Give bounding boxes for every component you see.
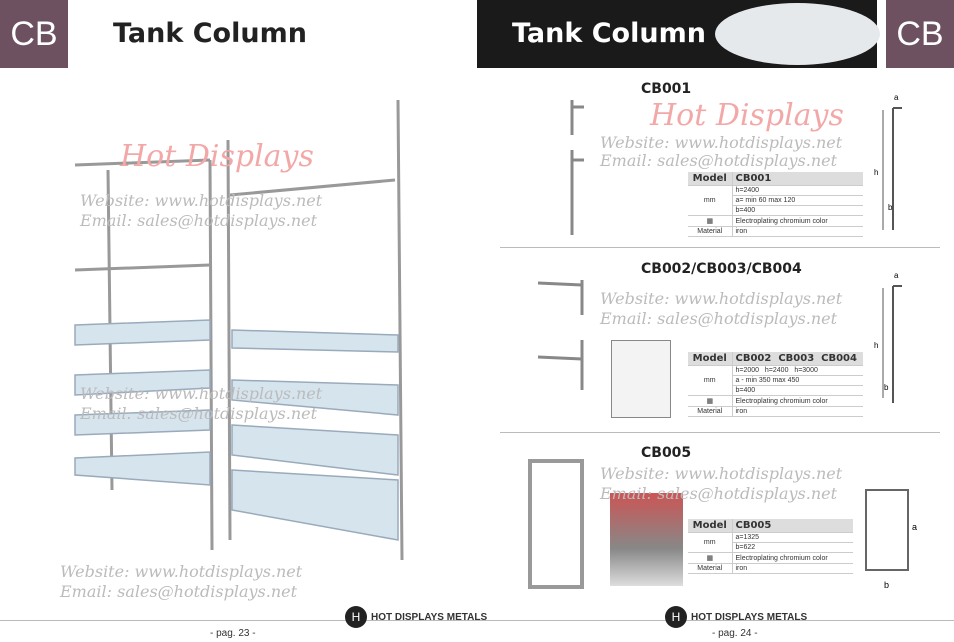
- dimension-diagram: ab: [865, 489, 917, 590]
- watermark-email: Email: sales@hotdisplays.net: [600, 151, 838, 170]
- brand-name: HOT DISPLAYS METALS: [371, 611, 488, 623]
- dimension-diagram: a h b: [874, 271, 902, 403]
- svg-text:a: a: [894, 271, 899, 280]
- brand-footer-right: H HOT DISPLAYS METALS: [665, 606, 807, 628]
- svg-text:b: b: [888, 203, 893, 212]
- watermark-website: Website: www.hotdisplays.net: [600, 133, 843, 152]
- color-swatch-icon: ▦: [688, 215, 733, 227]
- category-badge-right: CB: [886, 0, 954, 68]
- product-code: CB005: [641, 445, 692, 461]
- shelving-unit-image: [74, 99, 404, 561]
- watermark-email: Email: sales@hotdisplays.net: [600, 484, 838, 503]
- watermark-email: Email: sales@hotdisplays.net: [600, 309, 838, 328]
- brand-logo-icon: H: [345, 606, 367, 628]
- bracket-detail-photo: [611, 340, 671, 418]
- watermark-website: Website: www.hotdisplays.net: [80, 384, 323, 403]
- watermark-website: Website: www.hotdisplays.net: [60, 562, 303, 581]
- product-image-cb001: [570, 100, 584, 235]
- product-image-cb005: [528, 459, 584, 589]
- svg-text:b: b: [884, 383, 889, 392]
- watermark-website: Website: www.hotdisplays.net: [600, 289, 843, 308]
- watermark-email: Email: sales@hotdisplays.net: [80, 404, 318, 423]
- category-badge-left: CB: [0, 0, 68, 68]
- header-photo: [715, 3, 880, 65]
- brand-logo-icon: H: [665, 606, 687, 628]
- product-image-cb002: [537, 280, 584, 390]
- watermark-logo: Hot Displays: [120, 139, 314, 174]
- page-number-right: - pag. 24 -: [712, 628, 758, 639]
- page-title-right: Tank Column: [512, 18, 706, 49]
- product-code: CB002/CB003/CB004: [641, 261, 802, 277]
- svg-text:a: a: [894, 93, 899, 102]
- svg-text:b: b: [884, 580, 889, 590]
- color-swatch-icon: ▦: [688, 395, 733, 407]
- watermark-email: Email: sales@hotdisplays.net: [60, 582, 298, 601]
- color-swatch-icon: ▦: [688, 552, 733, 564]
- page-number-left: - pag. 23 -: [210, 628, 256, 639]
- brand-name: HOT DISPLAYS METALS: [691, 611, 808, 623]
- product-code: CB001: [641, 81, 692, 97]
- svg-text:h: h: [874, 341, 878, 350]
- watermark-website: Website: www.hotdisplays.net: [80, 191, 323, 210]
- watermark-email: Email: sales@hotdisplays.net: [80, 211, 318, 230]
- watermark-website: Website: www.hotdisplays.net: [600, 464, 843, 483]
- brand-footer-left: H HOT DISPLAYS METALS: [345, 606, 487, 628]
- store-photo: [610, 493, 683, 586]
- svg-text:a: a: [912, 522, 917, 532]
- svg-text:h: h: [874, 168, 878, 177]
- dimension-diagram: a h b: [874, 93, 902, 230]
- page-title-left: Tank Column: [113, 18, 307, 49]
- watermark-logo: Hot Displays: [650, 98, 844, 133]
